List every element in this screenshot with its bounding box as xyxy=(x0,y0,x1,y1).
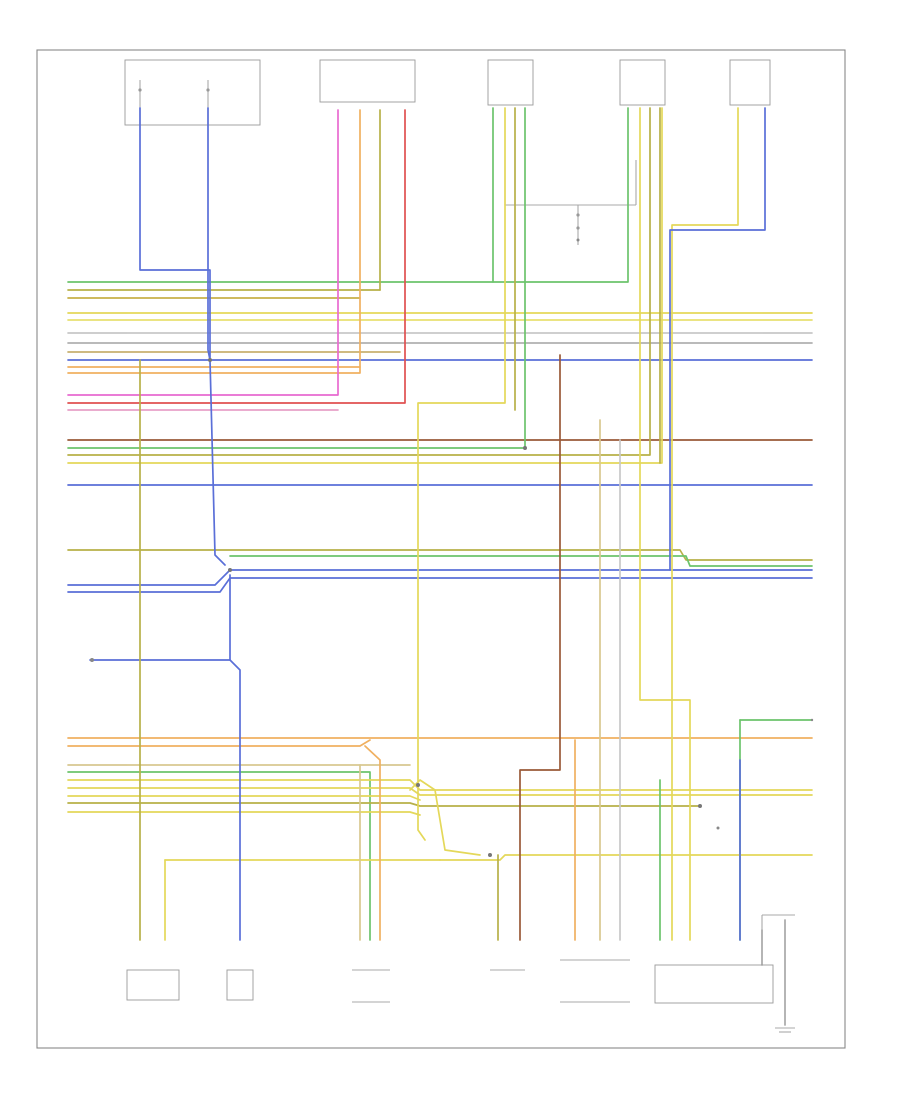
transfer-case-switch xyxy=(487,59,637,245)
oil-pressure-switch xyxy=(560,959,630,1003)
engine-coolant-temp-sensor xyxy=(126,969,180,1001)
diagram-frame xyxy=(36,49,846,1049)
transmission-solenoid xyxy=(619,59,666,106)
vertical-wires xyxy=(139,107,786,1026)
speed-sensor xyxy=(729,59,771,106)
ignition-switch xyxy=(124,59,261,126)
bus-wires xyxy=(67,107,813,941)
body-controller xyxy=(319,59,416,103)
splice-points xyxy=(208,358,702,857)
vehicle-speed-sensor xyxy=(352,969,390,1003)
splice-ground xyxy=(761,914,795,1033)
power-steering-pressure-switch xyxy=(226,969,254,1001)
fuel-pump-module xyxy=(654,964,774,1004)
connector-marks xyxy=(90,238,814,830)
